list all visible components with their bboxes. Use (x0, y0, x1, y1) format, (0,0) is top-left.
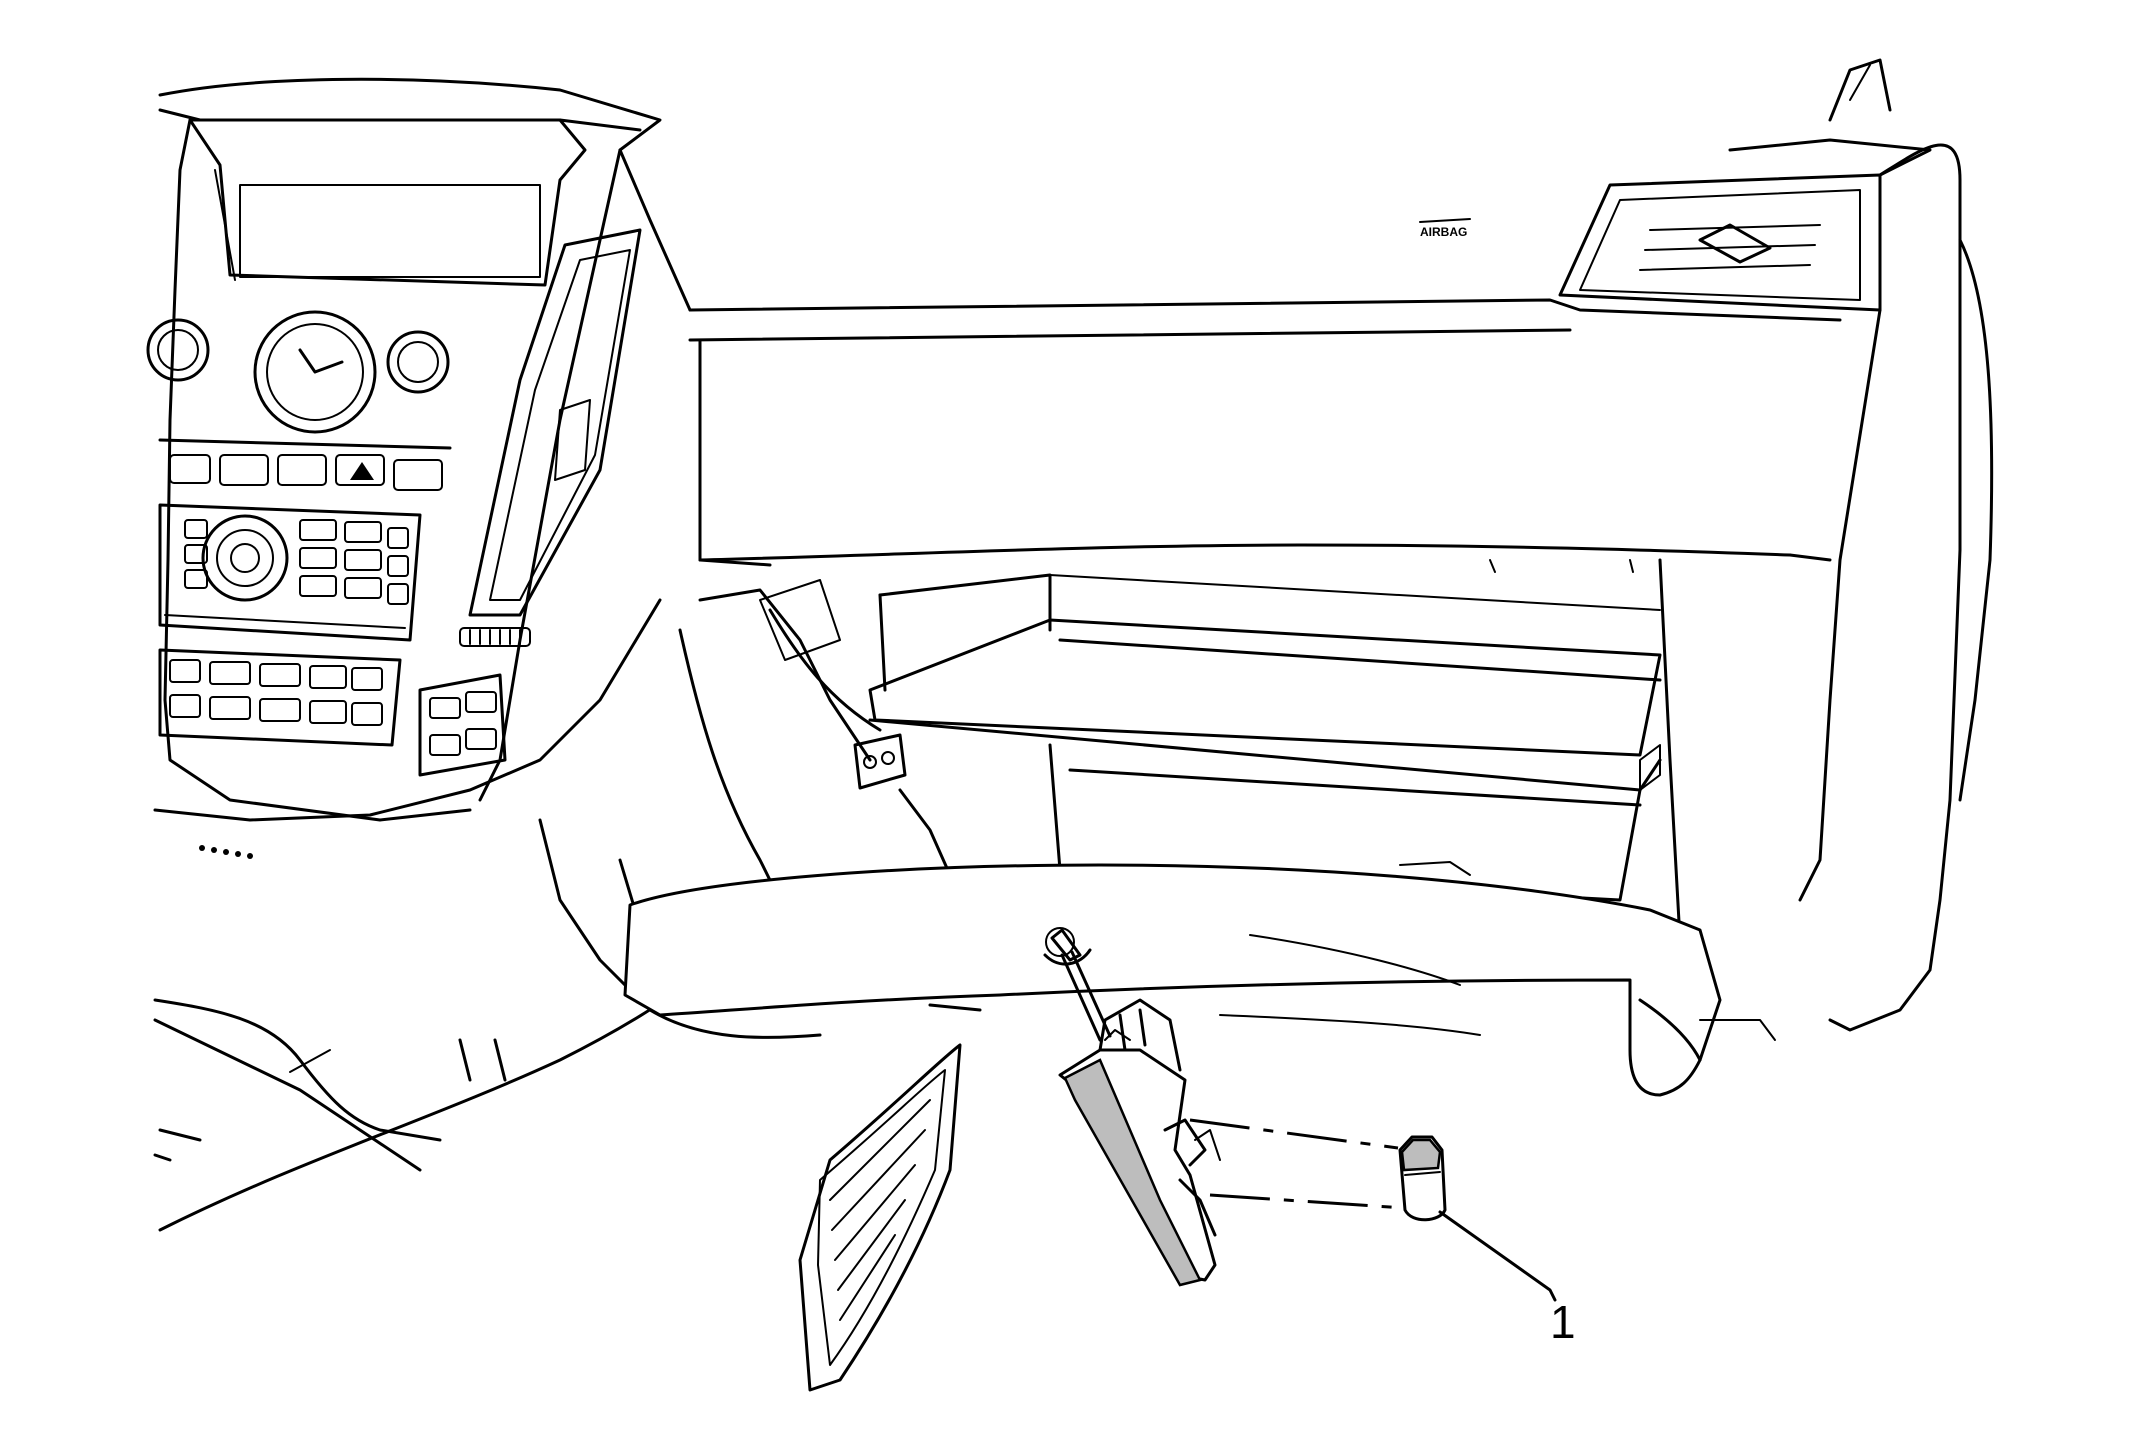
knee-air-vent (798, 1043, 962, 1392)
callout-1: 1 (1438, 1210, 1576, 1348)
glove-box-latch-assembly (1043, 927, 1221, 1287)
button-row-top (158, 438, 452, 491)
callout-1-label: 1 (1550, 1296, 1576, 1348)
seat-heat-switch (418, 673, 507, 777)
instrument-panel-upper: AIRBAG (618, 148, 1842, 567)
callout-1-leader (1438, 1210, 1557, 1302)
radio-control-panel (158, 503, 422, 642)
clock-gauge (253, 310, 377, 434)
center-air-vent (468, 228, 642, 617)
alignment-line-upper (1189, 1118, 1399, 1150)
alignment-line-lower (1209, 1193, 1406, 1210)
cavity-switch (853, 733, 907, 790)
glove-box-door (623, 863, 1776, 1097)
airbag-marking: AIRBAG (1420, 225, 1467, 239)
climate-buttons (158, 648, 402, 747)
center-stack (146, 77, 662, 859)
passenger-air-vent (1558, 58, 1932, 312)
dash-end-panel (1798, 143, 1994, 1032)
glove-box-lock-cylinder (1398, 1135, 1447, 1222)
glove-box-cavity (698, 558, 1682, 942)
